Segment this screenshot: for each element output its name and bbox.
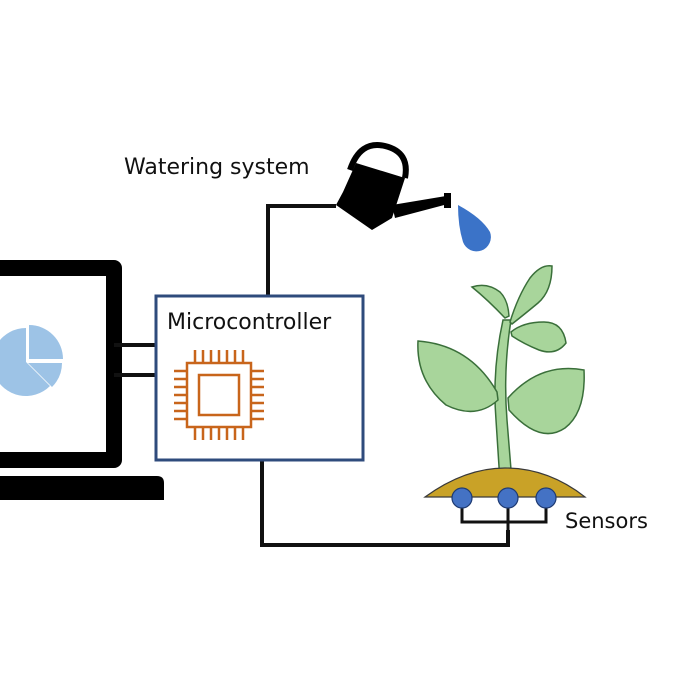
- sensors-label: Sensors: [565, 509, 648, 533]
- microcontroller-label: Microcontroller: [167, 310, 332, 335]
- sensor-node: [497, 487, 519, 509]
- water-drop-icon: [458, 205, 491, 252]
- watering-wire: [266, 204, 336, 296]
- pie-chart-icon: [0, 325, 63, 396]
- sensor-node: [451, 487, 473, 509]
- cpu-chip-icon: [174, 350, 264, 440]
- watering-can-icon: [336, 142, 451, 230]
- watering-system-label: Watering system: [124, 155, 310, 180]
- laptop-icon: [0, 260, 164, 500]
- sensor-wire: [260, 460, 510, 547]
- sensor-array: [451, 487, 557, 532]
- sensor-node: [535, 487, 557, 509]
- plant-icon: [417, 265, 585, 483]
